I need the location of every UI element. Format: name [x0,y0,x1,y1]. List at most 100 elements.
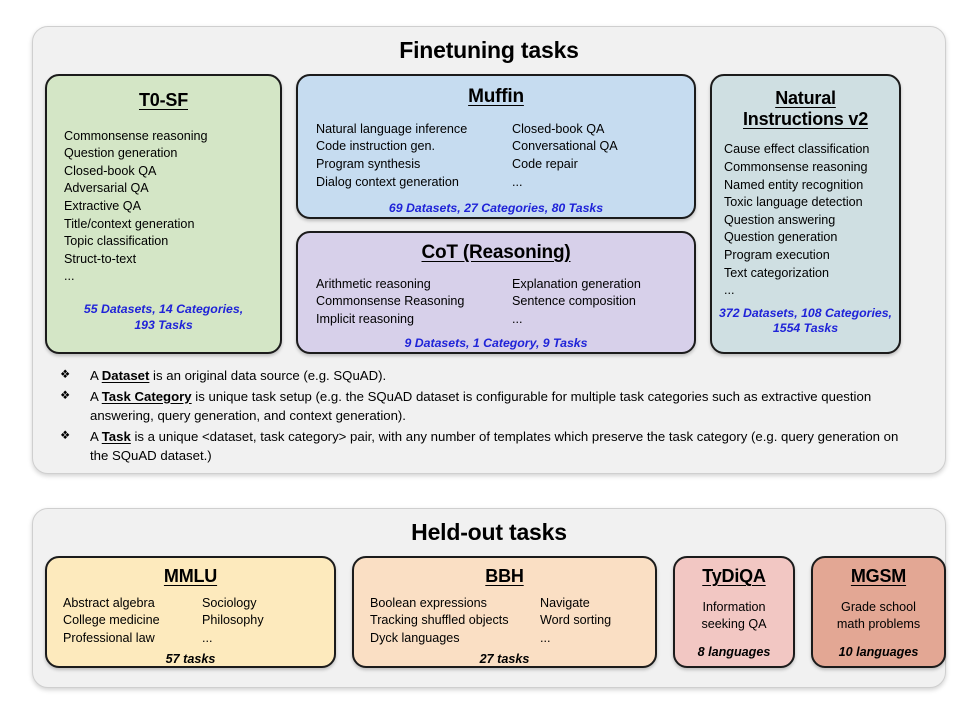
list-item: Commonsense Reasoning [316,294,465,309]
card-stat-mmlu: 57 tasks [47,652,334,667]
list-item: Adversarial QA [64,181,149,196]
card-stat-line: 57 tasks [165,652,216,667]
list-item: Commonsense reasoning [724,159,868,174]
list-item: Conversational QA [512,139,618,154]
card-stat-line: 193 Tasks [134,317,193,332]
task-card-cot-reasoning[interactable]: CoT (Reasoning) Arithmetic reasoning Com… [296,231,696,354]
task-card-muffin[interactable]: Muffin Natural language inference Code i… [296,74,696,219]
card-stat-tydiqa: 8 languages [675,645,793,661]
card-stat-line: 1554 Tasks [772,321,839,336]
task-card-t0-sf[interactable]: T0-SF Commonsense reasoning Question gen… [45,74,282,354]
task-list-tydiqa: Information seeking QA [675,599,793,634]
list-item: Professional law [63,630,155,645]
list-item: Closed-book QA [64,163,157,178]
list-item: Struct-to-text [64,251,137,266]
task-card-tydiqa[interactable]: TyDiQA Information seeking QA 8 language… [673,556,795,668]
list-item: math problems [836,617,921,632]
task-list-cot: Arithmetic reasoning Commonsense Reasoni… [316,276,694,329]
list-item: Dialog context generation [316,174,459,189]
list-item: Arithmetic reasoning [316,276,431,291]
diamond-bullet-icon: ❖ [60,389,71,402]
task-list-t0-sf: Commonsense reasoning Question generatio… [64,128,280,286]
list-item: Code repair [512,157,578,172]
list-item: Dyck languages [370,630,460,645]
list-item: Explanation generation [512,276,641,291]
task-card-natural-instructions-v2[interactable]: Natural Instructions v2 Cause effect cla… [710,74,901,354]
list-item: ... [540,630,551,645]
list-item: Commonsense reasoning [64,128,208,143]
task-card-mgsm[interactable]: MGSM Grade school math problems 10 langu… [811,556,946,668]
list-item: Natural language inference [316,121,468,136]
list-item: Title/context generation [64,216,195,231]
definition-row-dataset: ❖ A Dataset is an original data source (… [56,366,916,386]
card-stat-line: 372 Datasets, 108 Categories, [719,305,892,320]
list-item: Tracking shuffled objects [370,613,509,628]
definition-text-task-category: A Task Category is unique task setup (e.… [90,388,872,424]
card-stat-line: 55 Datasets, 14 Categories, [83,302,244,317]
card-stat-muffin: 69 Datasets, 27 Categories, 80 Tasks [298,201,694,217]
definition-text-dataset: A Dataset is an original data source (e.… [90,368,387,383]
card-title-line: Natural [775,88,836,108]
finetuning-panel-title: Finetuning tasks [399,37,579,63]
list-item: Navigate [540,595,590,610]
task-list-natural-instructions-v2: Cause effect classification Commonsense … [724,141,899,299]
definition-text-task: A Task is a unique <dataset, task catego… [90,428,899,464]
list-item: seeking QA [701,617,767,632]
definition-term: Dataset [101,368,150,383]
list-item: Word sorting [540,613,612,628]
list-item: ... [724,283,735,298]
task-card-bbh[interactable]: BBH Boolean expressions Tracking shuffle… [352,556,657,668]
list-item: Information [702,599,766,614]
list-item: ... [512,174,523,189]
list-item: ... [202,630,213,645]
card-stat-line: 8 languages [697,644,771,659]
list-item: Philosophy [202,613,264,628]
definitions-list: ❖ A Dataset is an original data source (… [56,366,916,467]
list-item: Extractive QA [64,199,141,214]
list-item: ... [64,269,75,284]
card-stat-cot: 9 Datasets, 1 Category, 9 Tasks [298,336,694,352]
list-item: Implicit reasoning [316,312,414,327]
list-item: Boolean expressions [370,595,487,610]
list-item: Abstract algebra [63,595,155,610]
list-item: Closed-book QA [512,121,605,136]
diamond-bullet-icon: ❖ [60,369,71,381]
task-list-muffin: Natural language inference Code instruct… [316,121,694,191]
list-item: Cause effect classification [724,142,870,157]
card-title-mmlu: MMLU [163,566,218,586]
card-stat-line: 69 Datasets, 27 Categories, 80 Tasks [388,201,604,216]
card-title-mgsm: MGSM [850,566,907,586]
list-item: College medicine [63,613,160,628]
held-out-panel-title: Held-out tasks [411,519,567,545]
list-item: Grade school [841,599,916,614]
card-stat-bbh: 27 tasks [354,652,655,667]
list-item: Topic classification [64,234,169,249]
list-item: Program execution [724,247,830,262]
card-stat-line: 10 languages [838,644,919,659]
definition-term: Task Category [101,388,192,404]
card-title-tydiqa: TyDiQA [702,566,766,586]
card-title-t0-sf: T0-SF [138,90,188,110]
definition-row-task-category: ❖ A Task Category is unique task setup (… [56,387,916,426]
task-card-mmlu[interactable]: MMLU Abstract algebra College medicine P… [45,556,336,668]
definition-term: Task [101,428,131,444]
card-title-natural-instructions-v2: Natural Instructions v2 [712,88,899,129]
card-stat-line: 27 tasks [479,652,530,667]
card-title-muffin: Muffin [468,86,524,107]
list-item: Code instruction gen. [316,139,436,154]
list-item: Sociology [202,595,257,610]
list-item: Toxic language detection [724,195,863,210]
card-stat-t0-sf: 55 Datasets, 14 Categories, 193 Tasks [47,302,280,333]
list-item: Program synthesis [316,157,421,172]
card-stat-line: 9 Datasets, 1 Category, 9 Tasks [404,335,588,350]
list-item: Named entity recognition [724,177,864,192]
task-list-bbh: Boolean expressions Tracking shuffled ob… [370,595,655,648]
card-stat-natural-instructions-v2: 372 Datasets, 108 Categories, 1554 Tasks [712,306,899,337]
task-list-mgsm: Grade school math problems [813,599,944,634]
definition-row-task: ❖ A Task is a unique <dataset, task cate… [56,427,916,466]
card-title-bbh: BBH [485,566,524,586]
task-list-mmlu: Abstract algebra College medicine Profes… [63,595,334,648]
list-item: Question answering [724,212,836,227]
list-item: Sentence composition [512,294,636,309]
